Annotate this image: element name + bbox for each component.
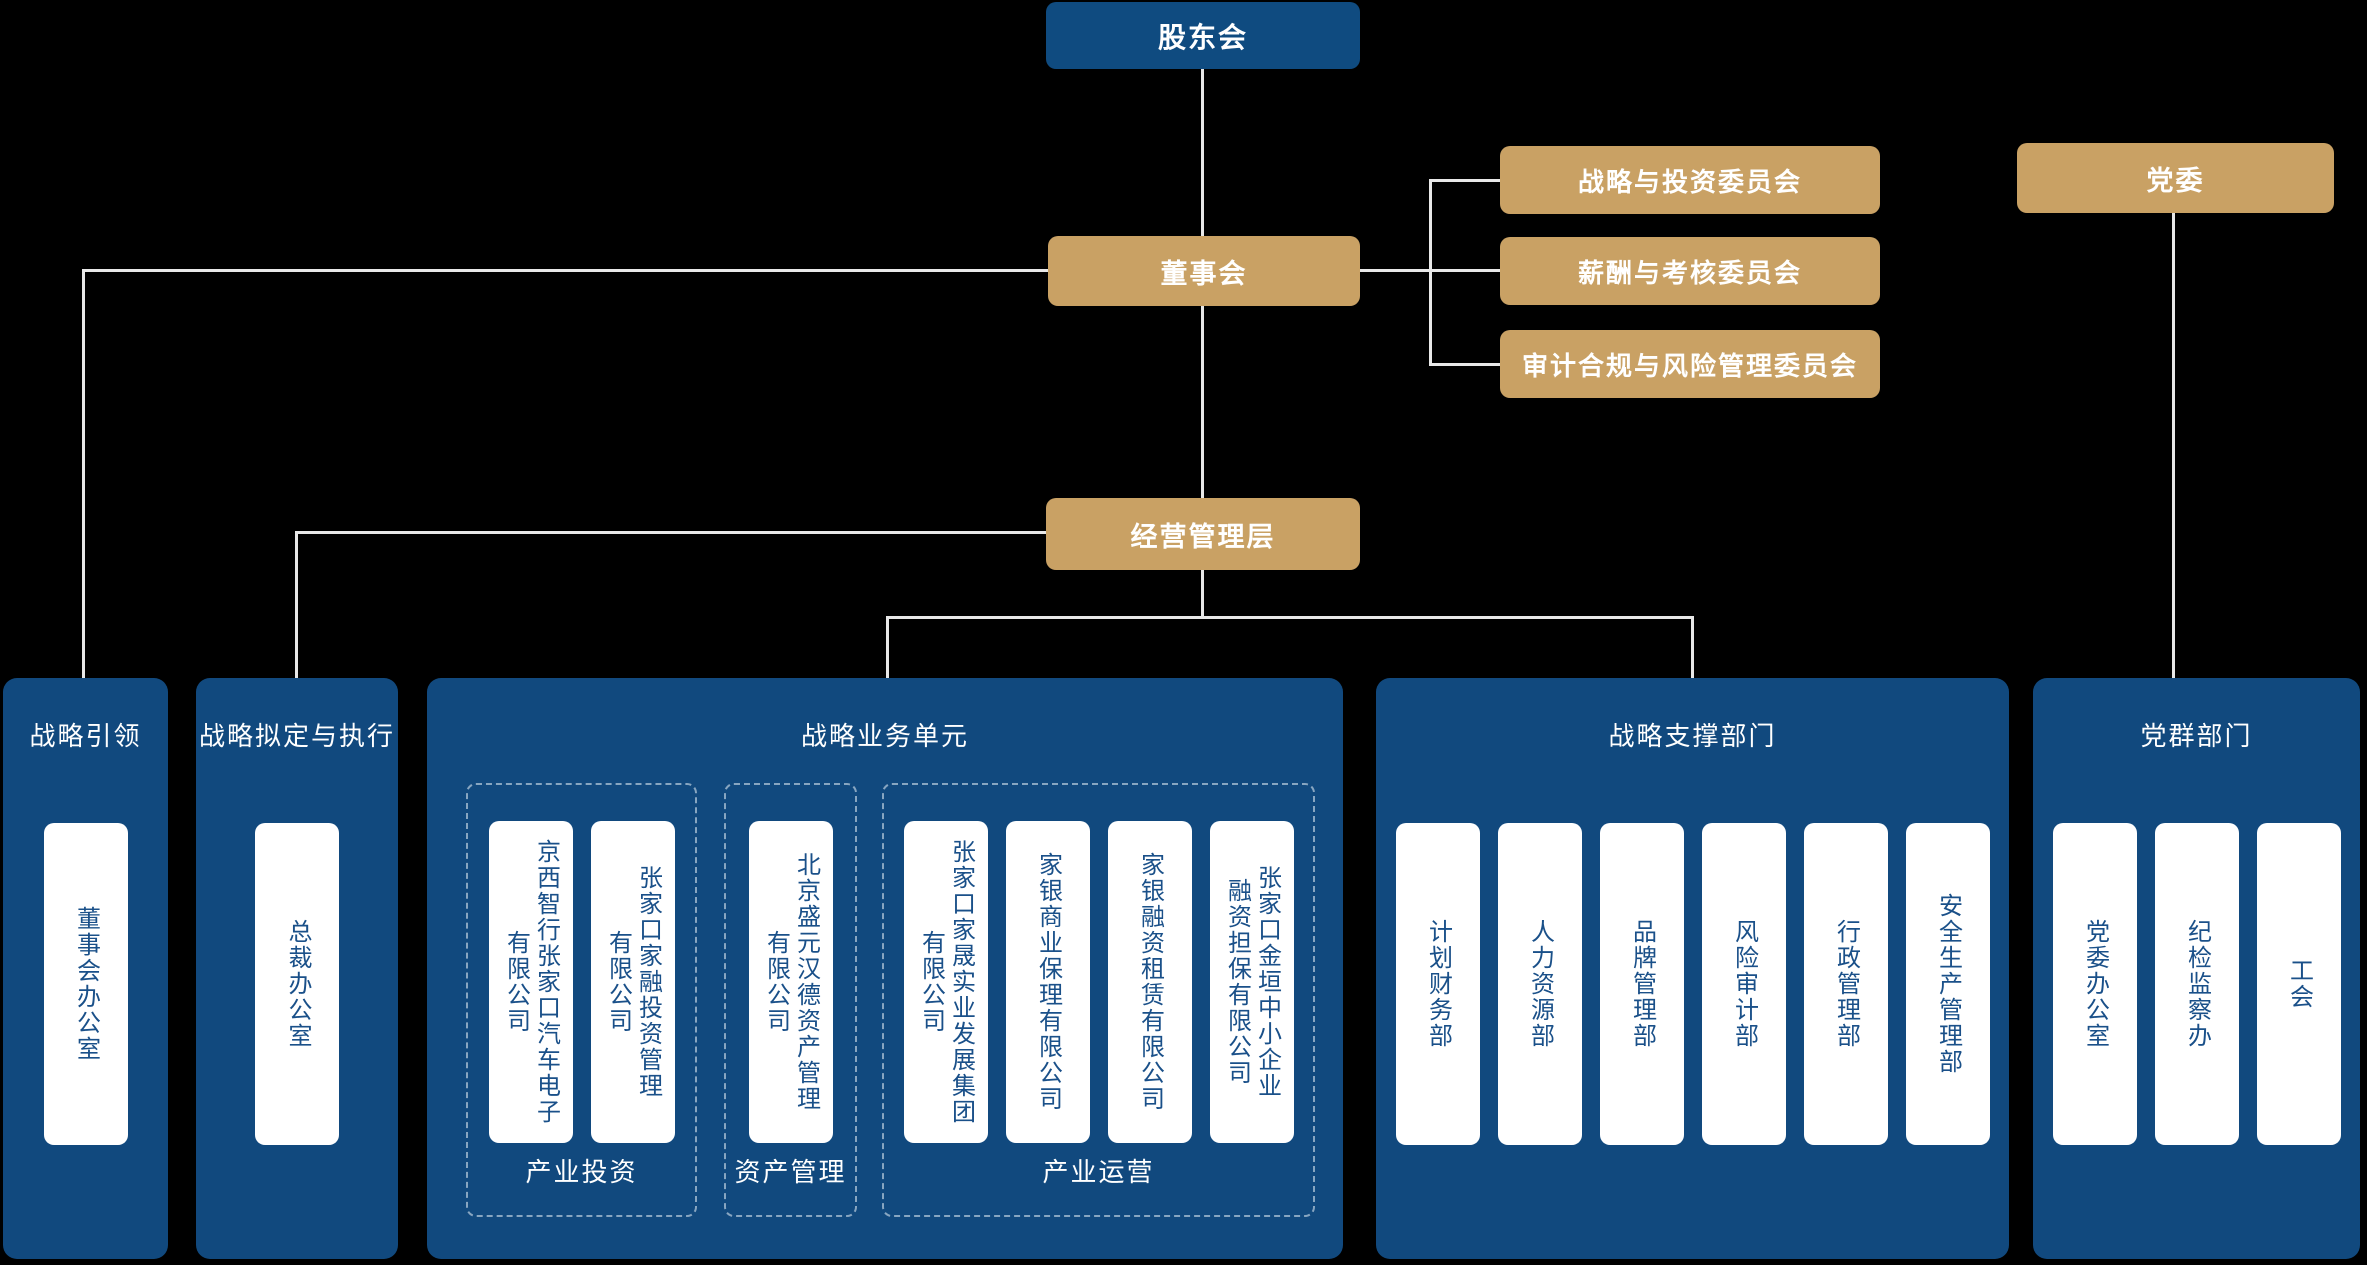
company-card: 京西智行张家口汽车电子 有限公司 (488, 821, 573, 1143)
committee-label: 薪酬与考核委员会 (1577, 257, 1802, 288)
cards-row: 张家口家晟实业发展集团 有限公司 家银商业保理有限公司 家银融资租赁有限公司 张… (884, 821, 1313, 1143)
line-management-down (1201, 570, 1204, 619)
panel-strategic-leadership: 战略引领 董事会办公室 (3, 678, 168, 1259)
company-card-label: 张家口金垣中小企业 融资担保有限公司 (1223, 865, 1281, 1099)
group-label: 产业投资 (525, 1157, 638, 1187)
panel-title: 战略业务单元 (800, 721, 969, 751)
board-label: 董事会 (1160, 258, 1248, 289)
dept-card-label: 董事会办公室 (72, 906, 100, 1062)
committee-audit-compliance-risk: 审计合规与风险管理委员会 (1500, 330, 1880, 398)
line-committee-stub-top (1429, 179, 1500, 182)
cards-row: 北京盛元汉德资产管理 有限公司 (726, 821, 855, 1143)
panel-title: 党群部门 (2140, 721, 2253, 751)
dept-card-labor-union: 工会 (2256, 823, 2341, 1145)
cards-row: 京西智行张家口汽车电子 有限公司 张家口家融投资管理 有限公司 (468, 821, 695, 1143)
company-card: 张家口家融投资管理 有限公司 (590, 821, 675, 1143)
company-card: 家银商业保理有限公司 (1005, 821, 1090, 1143)
panel-title: 战略拟定与执行 (198, 721, 395, 751)
line-drop-support-panel (1691, 616, 1694, 679)
group-label: 资产管理 (734, 1157, 847, 1187)
committee-compensation-assessment: 薪酬与考核委员会 (1500, 237, 1880, 305)
line-down-to-leadership-panel (82, 269, 85, 679)
dept-card-risk-audit: 风险审计部 (1701, 823, 1786, 1145)
line-distribution-horizontal (886, 616, 1694, 619)
company-card-label: 京西智行张家口汽车电子 有限公司 (502, 839, 560, 1125)
dept-card-label: 纪检监察办 (2183, 919, 2211, 1049)
dept-card-safety-production: 安全生产管理部 (1905, 823, 1990, 1145)
line-board-management (1201, 306, 1204, 499)
dept-card-label: 党委办公室 (2081, 919, 2109, 1049)
dept-card-label: 计划财务部 (1424, 919, 1452, 1049)
panel-title: 战略支撑部门 (1608, 721, 1777, 751)
org-box-shareholders: 股东会 (1046, 2, 1360, 69)
group-label: 产业运营 (1042, 1157, 1155, 1187)
company-card: 张家口家晟实业发展集团 有限公司 (903, 821, 988, 1143)
dept-card-administration: 行政管理部 (1803, 823, 1888, 1145)
line-committee-trunk (1429, 179, 1432, 366)
company-card-label: 北京盛元汉德资产管理 有限公司 (762, 852, 820, 1112)
company-card: 北京盛元汉德资产管理 有限公司 (748, 821, 833, 1143)
company-card-label: 家银融资租赁有限公司 (1136, 852, 1164, 1112)
dept-card-human-resources: 人力资源部 (1497, 823, 1582, 1145)
company-card-label: 家银商业保理有限公司 (1034, 852, 1062, 1112)
dept-card-label: 风险审计部 (1730, 919, 1758, 1049)
dept-card-label: 人力资源部 (1526, 919, 1554, 1049)
line-committee-stub-bottom (1429, 363, 1500, 366)
line-board-left-horizontal (82, 269, 1049, 272)
panel-party-mass-departments: 党群部门 党委办公室 纪检监察办 工会 (2033, 678, 2360, 1259)
dept-card-label: 行政管理部 (1832, 919, 1860, 1049)
cards-row: 计划财务部 人力资源部 品牌管理部 风险审计部 行政管理部 安全生产管理部 (1376, 823, 2009, 1145)
line-shareholders-board (1201, 69, 1204, 237)
panel-title: 战略引领 (29, 721, 142, 751)
dept-card-label: 品牌管理部 (1628, 919, 1656, 1049)
dept-card-discipline-inspection: 纪检监察办 (2154, 823, 2239, 1145)
panel-strategic-support-departments: 战略支撑部门 计划财务部 人力资源部 品牌管理部 风险审计部 行政管理部 安全生… (1376, 678, 2009, 1259)
line-party-down (2172, 213, 2175, 679)
company-card: 张家口金垣中小企业 融资担保有限公司 (1209, 821, 1294, 1143)
dept-card-president-office: 总裁办公室 (255, 823, 339, 1145)
management-label: 经营管理层 (1130, 521, 1276, 552)
cards-row: 党委办公室 纪检监察办 工会 (2033, 823, 2360, 1145)
panel-strategy-planning-execution: 战略拟定与执行 总裁办公室 (196, 678, 398, 1259)
dept-card-brand-management: 品牌管理部 (1599, 823, 1684, 1145)
line-drop-business-panel (886, 616, 889, 679)
business-group-industrial-investment: 京西智行张家口汽车电子 有限公司 张家口家融投资管理 有限公司 产业投资 (466, 783, 697, 1217)
org-box-party-committee: 党委 (2017, 143, 2334, 213)
shareholders-label: 股东会 (1157, 21, 1248, 53)
line-down-to-planning-panel (295, 531, 298, 679)
cards-row: 总裁办公室 (196, 823, 398, 1145)
dept-card-label: 总裁办公室 (284, 919, 311, 1049)
business-group-asset-management: 北京盛元汉德资产管理 有限公司 资产管理 (724, 783, 857, 1217)
company-card: 家银融资租赁有限公司 (1107, 821, 1192, 1143)
company-card-label: 张家口家融投资管理 有限公司 (604, 865, 662, 1099)
committee-label: 战略与投资委员会 (1577, 166, 1802, 197)
dept-card-party-office: 党委办公室 (2052, 823, 2137, 1145)
dept-card-planning-finance: 计划财务部 (1395, 823, 1480, 1145)
party-committee-label: 党委 (2146, 165, 2205, 196)
committee-label: 审计合规与风险管理委员会 (1521, 350, 1858, 381)
company-card-label: 张家口家晟实业发展集团 有限公司 (917, 839, 975, 1125)
org-box-board: 董事会 (1048, 236, 1360, 306)
line-management-left-horizontal (295, 531, 1047, 534)
cards-row: 董事会办公室 (3, 823, 168, 1145)
dept-card-label: 安全生产管理部 (1934, 893, 1962, 1075)
committee-strategy-investment: 战略与投资委员会 (1500, 146, 1880, 214)
panel-strategic-business-units: 战略业务单元 京西智行张家口汽车电子 有限公司 张家口家融投资管理 有限公司 产… (427, 678, 1343, 1259)
dept-card-board-office: 董事会办公室 (43, 823, 128, 1145)
org-box-management: 经营管理层 (1046, 498, 1360, 570)
business-group-industrial-operations: 张家口家晟实业发展集团 有限公司 家银商业保理有限公司 家银融资租赁有限公司 张… (882, 783, 1315, 1217)
dept-card-label: 工会 (2285, 958, 2313, 1010)
